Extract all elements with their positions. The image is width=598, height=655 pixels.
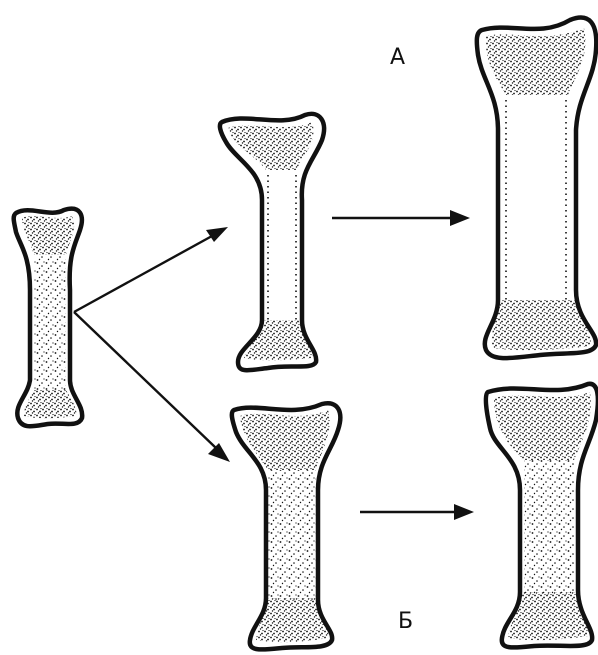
arrow-to-path-b: [74, 312, 230, 462]
bone-path-a-intermediate: [220, 114, 324, 370]
bone-path-a-final: [477, 18, 596, 359]
bone-path-b-final: [486, 384, 598, 648]
label-path-a: А: [390, 45, 405, 70]
arrow-path-b-growth: [360, 504, 474, 520]
bone-path-b-intermediate: [232, 403, 340, 649]
label-path-b: Б: [398, 609, 413, 634]
arrow-to-path-a: [74, 227, 228, 312]
arrow-path-a-growth: [332, 210, 470, 226]
bone-initial: [14, 209, 83, 427]
